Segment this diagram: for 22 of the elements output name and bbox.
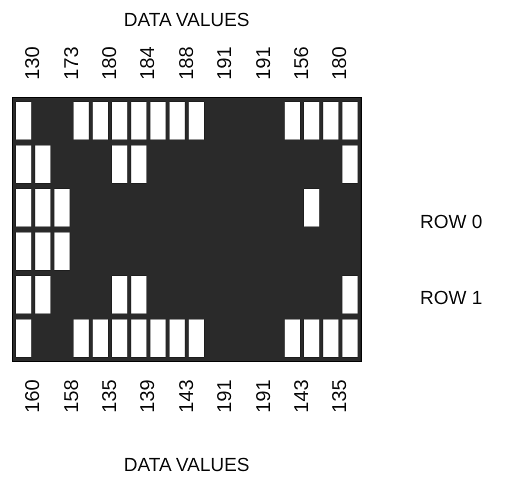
data-value: 160 xyxy=(22,378,44,415)
data-value: 180 xyxy=(329,45,352,82)
data-value: 188 xyxy=(176,45,198,82)
data-value: 135 xyxy=(329,378,352,415)
data-value: 143 xyxy=(291,378,313,415)
data-value: 139 xyxy=(137,378,160,415)
axis-title: DATA VALUES xyxy=(124,455,250,477)
data-value: 130 xyxy=(22,45,44,82)
row-label: ROW 0 xyxy=(420,212,482,234)
data-value: 180 xyxy=(99,45,121,82)
data-value: 191 xyxy=(252,45,275,82)
data-value: 158 xyxy=(60,378,83,415)
data-value: 143 xyxy=(176,378,198,415)
data-value: 173 xyxy=(60,45,83,82)
data-value: 156 xyxy=(291,45,313,82)
data-value: 191 xyxy=(214,378,236,415)
data-value: 184 xyxy=(137,45,160,82)
data-value: 191 xyxy=(252,378,275,415)
data-value: 135 xyxy=(99,378,121,415)
axis-title: DATA VALUES xyxy=(124,10,250,32)
data-value: 191 xyxy=(214,45,236,82)
row-label: ROW 1 xyxy=(420,288,482,310)
